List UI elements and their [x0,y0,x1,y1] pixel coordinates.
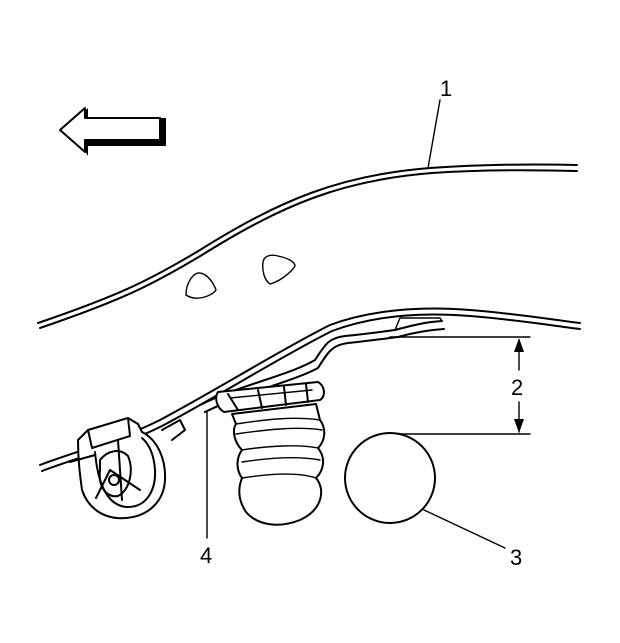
access-hole [185,272,217,299]
leader-line-3 [423,509,506,549]
callout-2: 2 [511,375,523,400]
callout-4: 4 [200,543,212,568]
upper-panel [37,163,578,329]
clearance-dimension [389,336,531,435]
bump-stop-bellows [215,381,326,526]
leader-line-1 [427,99,441,169]
axle-tube [344,432,436,524]
direction-arrow-icon [59,107,166,156]
callout-1: 1 [440,76,452,101]
mount-bracket [69,417,186,520]
access-hole [262,254,296,285]
callout-3: 3 [510,545,522,570]
